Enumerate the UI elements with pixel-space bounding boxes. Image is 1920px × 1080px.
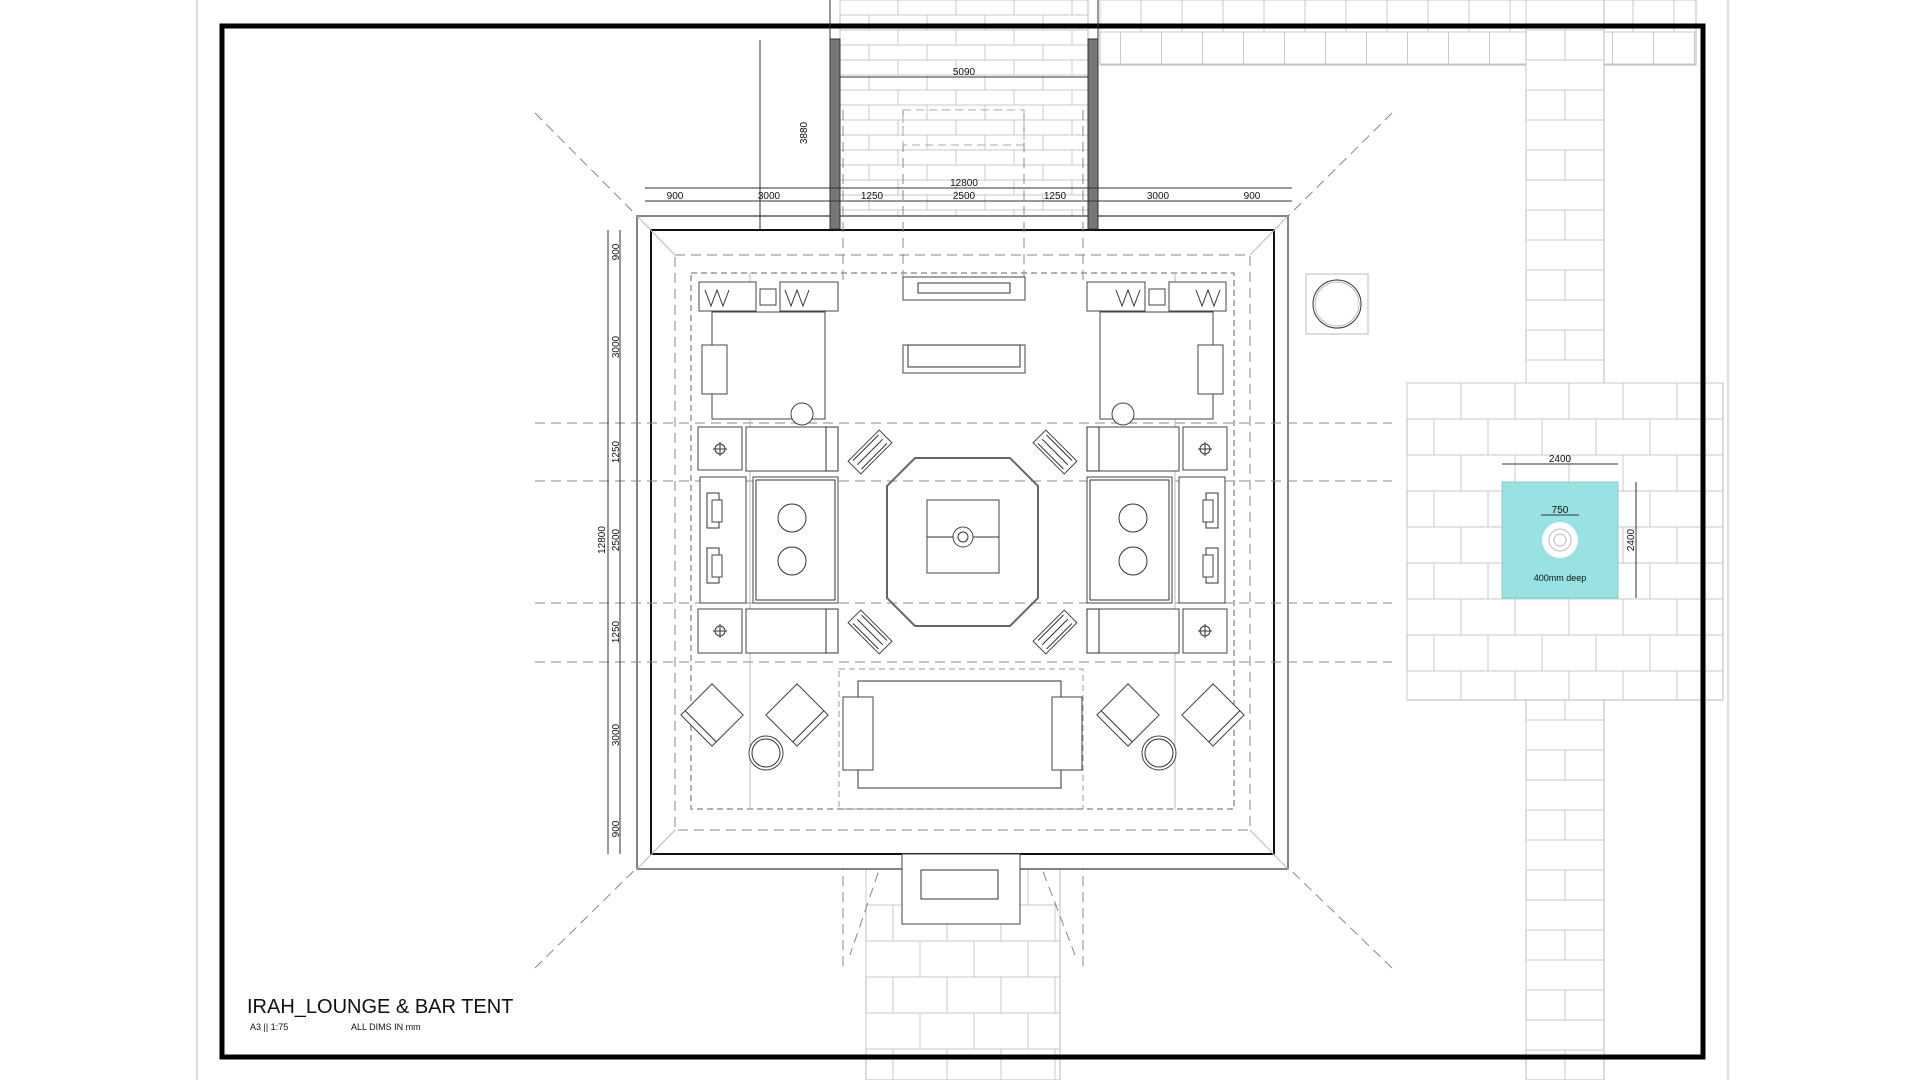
back-bar	[902, 276, 1026, 374]
dim-left: 3000	[611, 335, 622, 358]
drawing-frame	[219, 23, 1706, 1060]
column-grid	[535, 110, 1392, 663]
dim-left: 1250	[611, 440, 622, 463]
dim-top: 900	[667, 191, 684, 202]
top-walkway	[829, 0, 1099, 230]
pool-depth-note: 400mm deep	[1534, 573, 1587, 583]
dim-left: 1250	[611, 620, 622, 643]
dim-left: 900	[611, 243, 622, 260]
left-lounge-furniture	[680, 281, 893, 771]
dim-top: 900	[1244, 191, 1261, 202]
dim-walkway-width: 5090	[953, 67, 976, 78]
dim-overall-width: 12800	[950, 178, 978, 189]
dimension-lines	[607, 40, 1292, 854]
front-bar-counter	[838, 668, 1084, 810]
dim-overall-depth: 12800	[597, 526, 608, 554]
dim-top: 3000	[758, 191, 781, 202]
dim-fountain: 750	[1552, 505, 1569, 516]
central-platform	[886, 457, 1039, 627]
dim-walkway-length: 3880	[799, 121, 810, 144]
dim-top: 3000	[1147, 191, 1170, 202]
dim-pool-width: 2400	[1549, 454, 1572, 465]
drawing-title: IRAH_LOUNGE & BAR TENT	[247, 996, 513, 1018]
walkway-top-paving	[839, 0, 1089, 230]
round-planter	[1305, 273, 1369, 335]
front-entrance-step	[901, 853, 1021, 925]
dim-top: 1250	[861, 191, 884, 202]
central-fountain	[952, 526, 974, 548]
units-note: ALL DIMS IN mm	[351, 1022, 421, 1032]
dim-top: 2500	[953, 191, 976, 202]
dim-left: 3000	[611, 723, 622, 746]
dim-pool-length: 2400	[1626, 528, 1637, 551]
sheet-scale: A3 || 1:75	[250, 1022, 288, 1032]
plunge-pool	[1501, 463, 1637, 599]
dim-left: 900	[611, 820, 622, 837]
dim-left: 2500	[611, 528, 622, 551]
dim-top: 1250	[1044, 191, 1067, 202]
